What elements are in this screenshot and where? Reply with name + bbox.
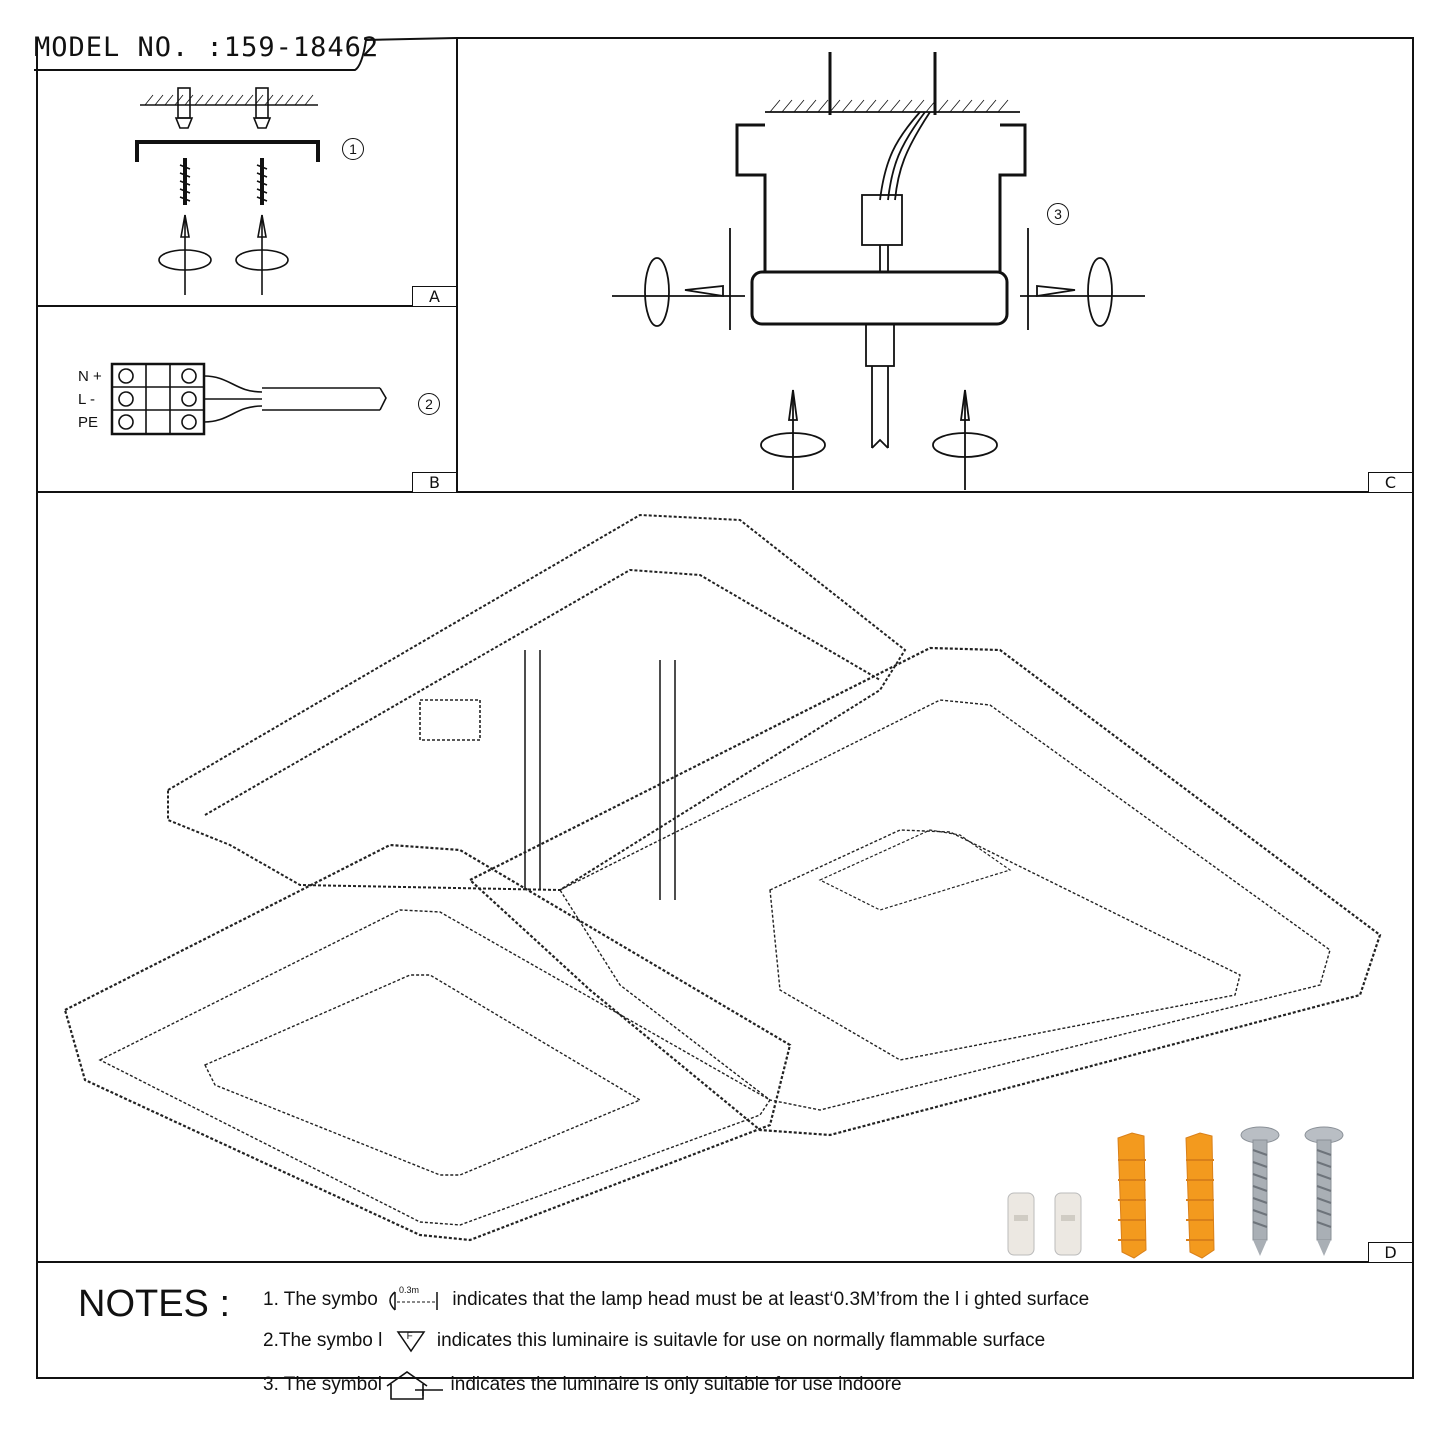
panel-c-tag: C bbox=[1368, 472, 1412, 492]
note-2: 2.The symbo l F indicates this luminaire… bbox=[263, 1329, 1045, 1353]
rotate-arrow-icon bbox=[158, 214, 212, 295]
lamp-diagram bbox=[63, 513, 1382, 1242]
notes-panel bbox=[36, 1261, 1414, 1379]
note-3: 3. The symbol indicates the luminaire is… bbox=[263, 1370, 902, 1400]
note-2-prefix: 2.The symbo l bbox=[263, 1330, 383, 1352]
step-3-marker: 3 bbox=[1047, 203, 1069, 225]
large-square-ring bbox=[468, 646, 1382, 1137]
note-1-text: indicates that the lamp head must be at … bbox=[452, 1289, 1090, 1311]
terminal-label-pe: PE bbox=[78, 414, 99, 431]
note-3-prefix: 3. The symbol bbox=[263, 1374, 382, 1396]
note-1-prefix: 1. The symbo bbox=[263, 1289, 378, 1311]
screw-icon bbox=[256, 158, 268, 205]
wall-anchor-icon bbox=[1117, 1132, 1147, 1259]
rotate-arrow-icon bbox=[760, 389, 826, 490]
step-2-marker: 2 bbox=[418, 393, 440, 415]
wall-plug-icon bbox=[174, 87, 194, 129]
flammable-symbol-text: F bbox=[406, 1331, 413, 1342]
wire-connector-icon bbox=[1007, 1192, 1035, 1256]
panel-a-tag: A bbox=[412, 286, 456, 306]
panel-b-tag: B bbox=[412, 472, 456, 492]
screw-icon bbox=[179, 158, 191, 205]
small-square-ring bbox=[63, 843, 792, 1242]
wall-plug-icon bbox=[252, 87, 272, 129]
terminal-block-icon bbox=[110, 362, 387, 436]
terminal-label-n: N + bbox=[78, 368, 102, 385]
canopy-installation-diagram bbox=[612, 52, 1145, 490]
distance-symbol-icon: 0.3m bbox=[383, 1285, 447, 1312]
wire-connector-icon bbox=[1054, 1192, 1082, 1256]
rotate-arrow-icon bbox=[1020, 228, 1145, 330]
screw-icon bbox=[828, 52, 937, 115]
flammable-surface-icon: F bbox=[396, 1329, 432, 1353]
rotate-arrow-icon bbox=[932, 389, 998, 490]
rotate-arrow-icon bbox=[612, 228, 745, 330]
note-1: 1. The symbo 0.3m indicates that the lam… bbox=[263, 1285, 1090, 1312]
note-2-text: indicates this luminaire is suitavle for… bbox=[436, 1330, 1046, 1352]
terminal-label-l: L - bbox=[78, 391, 95, 408]
screw-icon bbox=[1304, 1126, 1344, 1256]
bracket-mounting-diagram bbox=[135, 87, 320, 295]
notes-title: NOTES : bbox=[78, 1283, 231, 1325]
indoor-use-icon bbox=[385, 1370, 445, 1400]
panel-d-tag: D bbox=[1368, 1242, 1412, 1262]
rotate-arrow-icon bbox=[235, 214, 289, 295]
hardware-kit bbox=[1007, 1126, 1344, 1259]
note-3-text: indicates the luminaire is only suitable… bbox=[450, 1374, 902, 1396]
step-1-marker: 1 bbox=[342, 138, 364, 160]
screw-icon bbox=[1240, 1126, 1280, 1256]
distance-symbol-text: 0.3m bbox=[399, 1285, 420, 1295]
wall-anchor-icon bbox=[1185, 1132, 1215, 1259]
